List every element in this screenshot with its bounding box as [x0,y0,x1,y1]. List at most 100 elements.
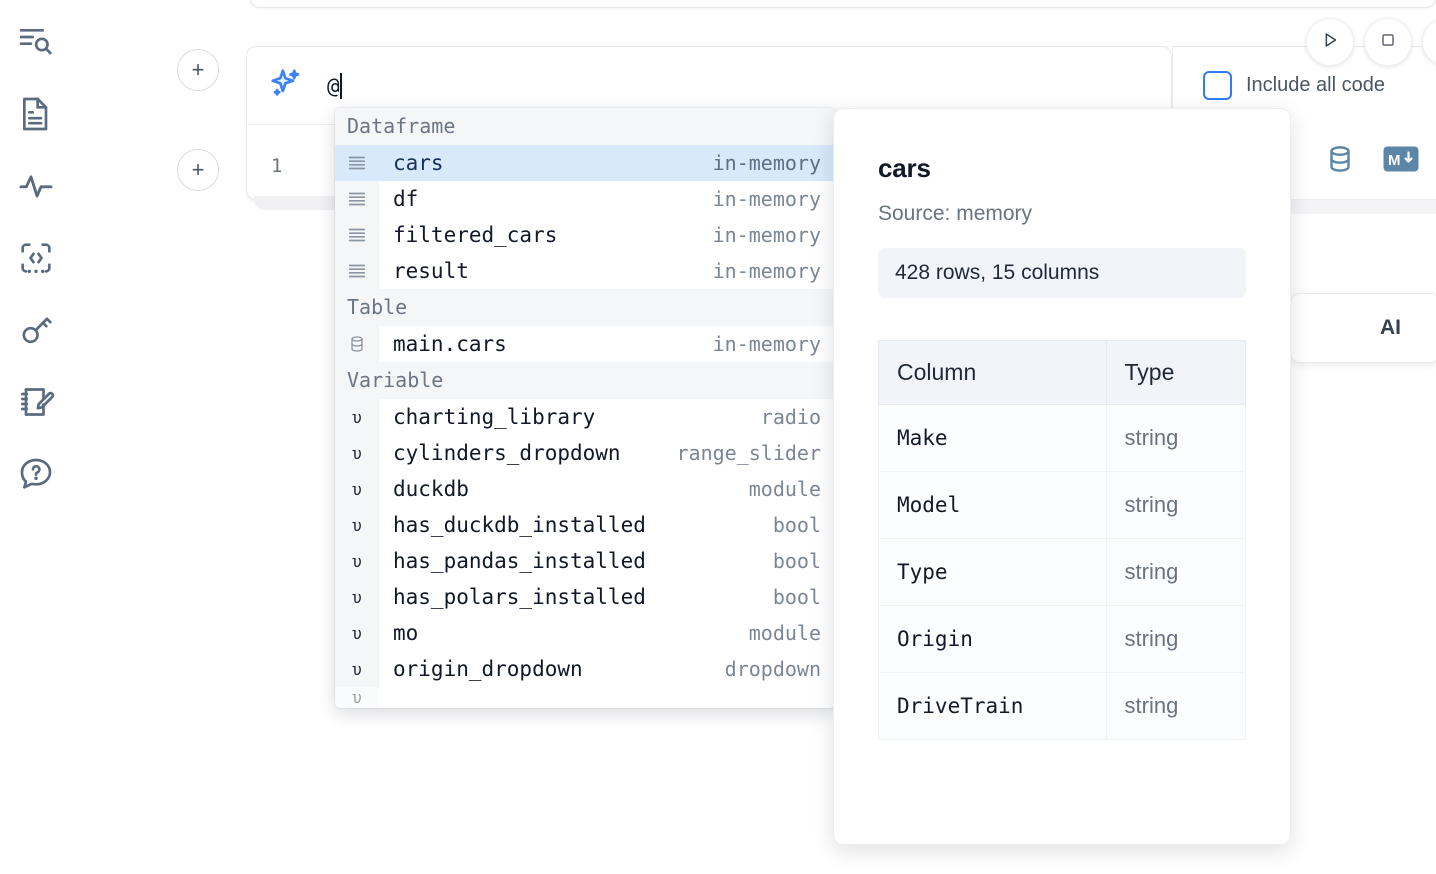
autocomplete-item[interactable]: df in-memory [335,181,835,217]
autocomplete-item-name: cars [393,151,444,175]
text-caret [339,72,342,99]
autocomplete-item-type: in-memory [712,223,821,247]
autocomplete-item-type: bool [772,585,821,609]
detail-column-name: Model [878,471,1107,539]
include-all-code-row[interactable]: Include all code [1203,71,1385,100]
variable-upsilon-icon: υ [335,579,379,615]
sidebar-item-outline[interactable] [12,18,60,66]
autocomplete-item-type: in-memory [712,151,821,175]
ai-prompt-input[interactable]: @ [327,73,340,98]
autocomplete-item-name: has_polars_installed [393,585,646,609]
autocomplete-group-header-table: Table [335,289,835,326]
autocomplete-item-type: in-memory [712,187,821,211]
detail-col-header-column: Column [878,340,1107,405]
autocomplete-item-type: dropdown [724,657,821,681]
detail-column-type: string [1105,471,1247,539]
autocomplete-item[interactable]: υ has_duckdb_installed bool [335,507,835,543]
autocomplete-group-header-variable: Variable [335,362,835,399]
detail-shape-badge: 428 rows, 15 columns [878,248,1246,298]
sidebar-item-files[interactable] [12,90,60,138]
include-all-code-checkbox[interactable] [1203,71,1232,100]
autocomplete-item[interactable]: main.cars in-memory [335,326,835,362]
variable-upsilon-icon: υ [335,615,379,651]
variable-upsilon-icon: υ [335,679,379,708]
autocomplete-item-name: charting_library [393,405,596,429]
autocomplete-item-type: module [748,477,821,501]
stop-cell-button[interactable] [1364,18,1412,66]
dataframe-lines-icon [335,217,379,253]
autocomplete-item[interactable]: cars in-memory [335,145,835,181]
add-cell-button-top[interactable]: + [177,49,219,91]
database-table-icon [335,326,379,362]
sidebar-rail [0,0,72,874]
sidebar-item-help[interactable] [12,450,60,498]
ai-sparkle-icon [267,64,305,107]
autocomplete-item-type: bool [772,549,821,573]
autocomplete-item-type: in-memory [712,332,821,356]
file-explorer-icon [16,94,56,134]
autocomplete-item-type: radio [760,405,821,429]
autocomplete-item-name: mo [393,621,419,645]
database-icon[interactable] [1323,142,1357,181]
autocomplete-item[interactable]: υ has_pandas_installed bool [335,543,835,579]
autocomplete-item-type: module [748,621,821,645]
detail-column-type: string [1105,605,1247,673]
autocomplete-item[interactable]: result in-memory [335,253,835,289]
svg-text:M: M [1388,152,1401,169]
run-cell-button[interactable] [1306,18,1354,66]
dataframe-lines-icon [335,253,379,289]
sidebar-item-secrets[interactable] [12,306,60,354]
ai-suggestion-card[interactable]: AI [1290,293,1436,363]
autocomplete-item[interactable]: υ cylinders_dropdown range_slider [335,435,835,471]
autocomplete-item[interactable]: υ has_polars_installed bool [335,579,835,615]
autocomplete-item-type: in-memory [712,259,821,283]
secrets-key-icon [16,310,56,350]
autocomplete-item-name: cylinders_dropdown [393,441,621,465]
activity-icon [16,166,56,206]
markdown-icon[interactable]: M [1383,146,1419,177]
cell-above-clipped [250,0,1436,8]
detail-column-name: Origin [878,605,1107,673]
detail-column-type: string [1105,538,1247,606]
dataframe-detail-panel: cars Source: memory 428 rows, 15 columns… [833,108,1291,845]
autocomplete-item-type: bool [772,513,821,537]
dataframe-lines-icon [335,145,379,181]
autocomplete-item-name: result [393,259,469,283]
detail-column-type: string [1105,404,1247,472]
variable-upsilon-icon: υ [335,507,379,543]
add-cell-button-bottom[interactable]: + [177,149,219,191]
variable-upsilon-icon: υ [335,399,379,435]
autocomplete-item[interactable]: υ charting_library radio [335,399,835,435]
sidebar-item-snippets[interactable] [12,234,60,282]
autocomplete-item-name: filtered_cars [393,223,558,247]
variable-upsilon-icon: υ [335,435,379,471]
autocomplete-item-name: has_pandas_installed [393,549,646,573]
snippets-code-icon [16,238,56,278]
more-options-button[interactable] [1422,18,1436,66]
autocomplete-item-name: has_duckdb_installed [393,513,646,537]
detail-column-name: DriveTrain [878,672,1107,740]
autocomplete-item-type: range_slider [676,441,822,465]
scratchpad-edit-icon [16,382,56,422]
autocomplete-item-clipped[interactable]: υ [335,679,835,708]
variable-upsilon-icon: υ [335,543,379,579]
detail-column-type: string [1105,672,1247,740]
sidebar-item-scratchpad[interactable] [12,378,60,426]
detail-column-name: Make [878,404,1107,472]
sidebar-item-dependencies[interactable] [12,162,60,210]
detail-title: cars [878,153,931,183]
autocomplete-item-name: main.cars [393,332,507,356]
autocomplete-item-name: df [393,187,419,211]
dataframe-lines-icon [335,181,379,217]
autocomplete-item[interactable]: filtered_cars in-memory [335,217,835,253]
help-chat-icon [16,454,56,494]
